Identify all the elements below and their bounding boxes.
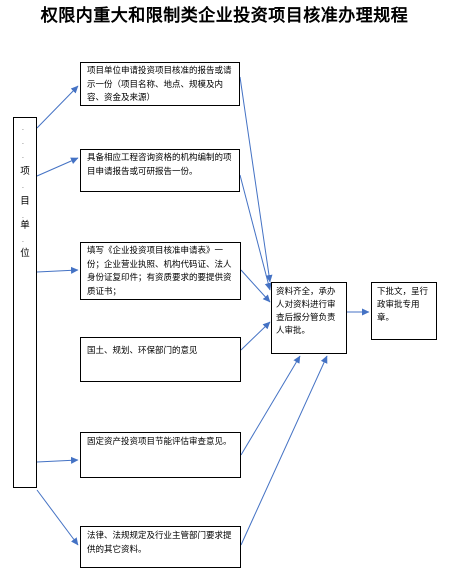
material-text: 固定资产投资项目节能评估审查意见。: [87, 437, 232, 447]
applicant-char: 项: [20, 166, 30, 177]
applicant-char: 目: [20, 196, 30, 207]
material-box-feasibility-report: 具备相应工程咨询资格的机构编制的项目申请报告或可研报告一份。: [80, 149, 240, 192]
result-box: 下批文，呈行政审批专用章。: [371, 282, 437, 340]
arrow-applicant-to-m6: [36, 489, 79, 546]
marker-dot: .: [22, 213, 24, 220]
arrow-applicant-to-m1: [36, 85, 79, 129]
material-text: 填写《企业投资项目核准申请表》一份；企业营业执照、机构代码证、法人身份证复印件；…: [87, 246, 232, 297]
material-box-application-form: 填写《企业投资项目核准申请表》一份；企业营业执照、机构代码证、法人身份证复印件；…: [80, 242, 241, 300]
applicant-char: 位: [20, 248, 30, 259]
arrow-m4-to-review: [240, 321, 271, 351]
marker-dot: .: [22, 125, 24, 132]
material-text: 国土、规划、环保部门的意见: [87, 346, 198, 356]
arrow-m1-to-review: [239, 76, 273, 283]
material-text: 具备相应工程咨询资格的机构编制的项目申请报告或可研报告一份。: [87, 153, 232, 177]
marker-dot: .: [22, 139, 24, 146]
material-box-application-report: 项目单位申请投资项目核准的报告或请示一份（项目名称、地点、规模及内容、资金及来源…: [80, 62, 240, 106]
material-box-other-materials: 法律、法规规定及行业主管部门要求提供的其它资料。: [80, 526, 241, 568]
page-title: 权限内重大和限制类企业投资项目核准办理规程: [40, 6, 409, 26]
arrow-applicant-to-m3: [36, 266, 79, 274]
material-text: 项目单位申请投资项目核准的报告或请示一份（项目名称、地点、规模及内容、资金及来源…: [87, 66, 232, 103]
arrow-m3-to-review: [240, 269, 271, 303]
arrow-m6-to-review: [240, 355, 328, 546]
arrow-applicant-to-m2: [36, 157, 79, 177]
applicant-char: 单: [20, 220, 30, 231]
material-box-energy-assessment: 固定资产投资项目节能评估审查意见。: [80, 432, 241, 478]
marker-dot: .: [22, 237, 24, 244]
applicant-box: . . . 项 . 目 . 单 . 位: [13, 117, 37, 488]
arrow-m5-to-review: [240, 355, 301, 456]
material-box-department-opinions: 国土、规划、环保部门的意见: [80, 337, 241, 382]
marker-dot: .: [22, 153, 24, 160]
review-text: 资料齐全，承办人对资料进行审查后报分管负责人审批。: [276, 287, 336, 336]
result-text: 下批文，呈行政审批专用章。: [377, 287, 429, 323]
material-text: 法律、法规规定及行业主管部门要求提供的其它资料。: [87, 531, 232, 555]
review-box: 资料齐全，承办人对资料进行审查后报分管负责人审批。: [271, 282, 347, 354]
arrow-m2-to-review: [239, 174, 272, 291]
arrow-applicant-to-m5: [36, 456, 79, 464]
marker-dot: .: [22, 183, 24, 190]
